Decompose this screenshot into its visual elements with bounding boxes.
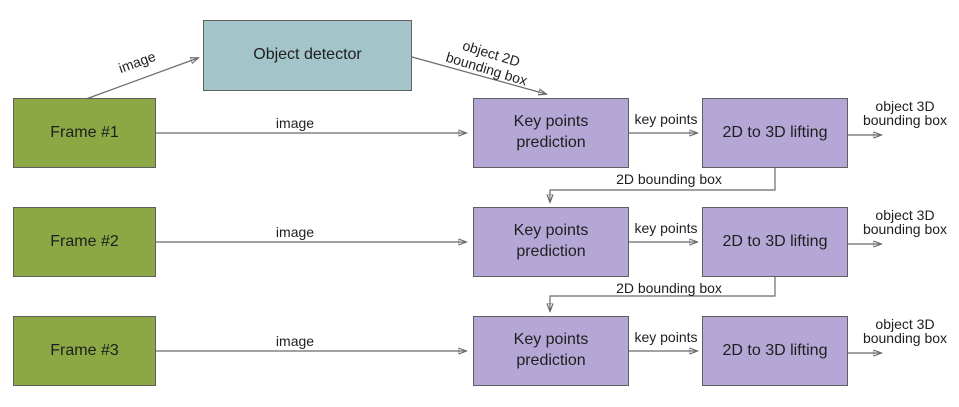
lifting-box-2: 2D to 3D lifting <box>702 207 848 277</box>
arrow-detector-to-keypoints1 <box>411 56 546 94</box>
keypoints-prediction-box-1: Key points prediction <box>473 98 629 168</box>
label-object-3d-bounding-box-2: object 3D bounding box <box>862 207 948 237</box>
keypoints-prediction-box-3: Key points prediction <box>473 316 629 386</box>
arrow-feedback-row2-row3 <box>550 277 776 311</box>
keypoints-prediction-box-2: Key points prediction <box>473 207 629 277</box>
label-image-1: image <box>275 115 315 131</box>
label-key-points-1: key points <box>634 111 698 127</box>
frame-3-box: Frame #3 <box>13 316 156 386</box>
label-2d-bounding-box-1: 2D bounding box <box>616 171 722 187</box>
label-2d-bounding-box-2: 2D bounding box <box>616 280 722 296</box>
label-image-3: image <box>275 333 315 349</box>
label-object-3d-bounding-box-1: object 3D bounding box <box>862 98 948 128</box>
label-key-points-2: key points <box>634 220 698 236</box>
label-image-2: image <box>275 224 315 240</box>
frame-2-box: Frame #2 <box>13 207 156 277</box>
object-detector-box: Object detector <box>203 20 412 91</box>
arrow-frame1-to-detector <box>85 58 198 100</box>
frame-1-box: Frame #1 <box>13 98 156 168</box>
label-key-points-3: key points <box>634 329 698 345</box>
lifting-box-1: 2D to 3D lifting <box>702 98 848 168</box>
lifting-box-3: 2D to 3D lifting <box>702 316 848 386</box>
arrow-feedback-row1-row2 <box>550 168 776 202</box>
label-object-3d-bounding-box-3: object 3D bounding box <box>862 316 948 346</box>
